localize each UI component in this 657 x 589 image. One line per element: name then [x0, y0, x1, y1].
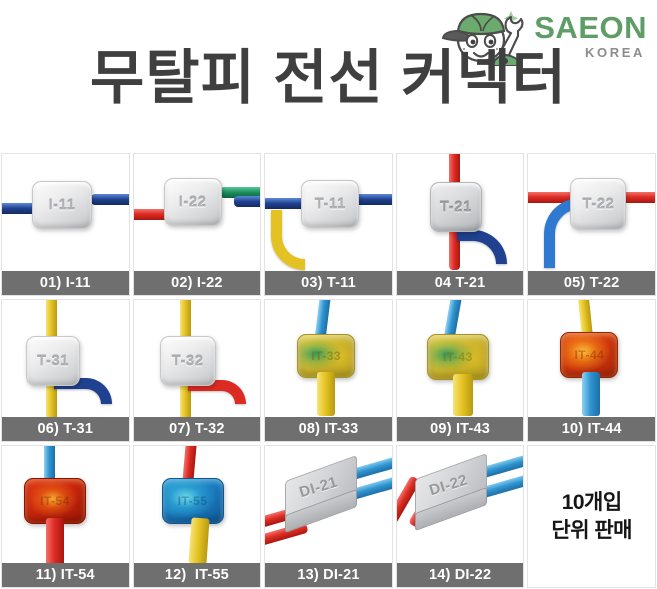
wire-bend-blue: [456, 230, 507, 264]
connector-illustration: IT-55: [133, 446, 261, 563]
connector-code: T-22: [582, 195, 615, 213]
brand-logo: SAEON KOREA: [439, 4, 651, 66]
connector-illustration: IT-43: [396, 300, 524, 417]
wire-bend-blue: [54, 378, 112, 404]
connector-illustration: DI-22: [396, 446, 524, 563]
cell-label: 06) T-31: [2, 417, 129, 441]
connector-code: T-31: [36, 352, 69, 370]
connector-code: T-32: [171, 352, 204, 370]
packaging-note-line2: 단위 판매: [551, 518, 632, 542]
wire-bend-blue: [544, 198, 581, 268]
cell-label: 04 T-21: [396, 271, 524, 295]
cell-label: 01) I-11: [2, 271, 129, 295]
brand-subtitle: KOREA: [585, 45, 645, 60]
brand-wordmark: SAEON KOREA: [534, 12, 647, 59]
packaging-note: 10개입 단위 판매: [551, 489, 632, 544]
packaging-note-line1: 10개입: [561, 490, 622, 514]
product-variant-grid: I-11 01) I-11 I-22 02) I-22: [0, 152, 657, 589]
connector-code: I-22: [178, 193, 207, 211]
connector-illustration: T-21: [396, 154, 524, 271]
packaging-note-cell: 10개입 단위 판매: [527, 445, 656, 588]
cell-label: 08) IT-33: [265, 417, 392, 441]
connector-illustration: IT-54: [2, 446, 129, 563]
cell-label: 07) T-32: [133, 417, 261, 441]
product-cell-it-43[interactable]: IT-43 09) IT-43: [395, 299, 525, 442]
connector-illustration: I-11: [2, 154, 129, 271]
connector-illustration: IT-44: [528, 300, 655, 417]
product-cell-t-21[interactable]: T-21 04 T-21: [395, 153, 525, 296]
cell-label: 03) T-11: [265, 271, 392, 295]
product-cell-i-11[interactable]: I-11 01) I-11: [1, 153, 130, 296]
product-cell-di-22[interactable]: DI-22 14) DI-22: [395, 445, 525, 588]
banner-header: SAEON KOREA 무탈피 전선 커넥터: [0, 0, 657, 152]
product-cell-t-22[interactable]: T-22 05) T-22: [527, 153, 656, 296]
cell-label: 05) T-22: [528, 271, 655, 295]
connector-code: IT-55: [177, 494, 208, 508]
wire-bend-red: [187, 380, 246, 404]
cell-label: 14) DI-22: [396, 563, 524, 587]
product-cell-it-55[interactable]: IT-55 12) IT-55: [132, 445, 262, 588]
product-cell-it-44[interactable]: IT-44 10) IT-44: [527, 299, 656, 442]
product-cell-i-22[interactable]: I-22 02) I-22: [132, 153, 262, 296]
product-cell-di-21[interactable]: DI-21 13) DI-21: [264, 445, 393, 588]
page-title: 무탈피 전선 커넥터: [89, 45, 568, 111]
connector-code: T-11: [314, 195, 346, 213]
cell-label: 10) IT-44: [528, 417, 655, 441]
connector-code: IT-44: [574, 348, 605, 362]
connector-illustration: DI-21: [265, 446, 392, 563]
connector-illustration: T-22: [528, 154, 655, 271]
brand-name: SAEON: [534, 10, 647, 45]
connector-code: T-21: [439, 198, 472, 216]
cell-label: 11) IT-54: [2, 563, 129, 587]
product-cell-t-32[interactable]: T-32 07) T-32: [132, 299, 262, 442]
cell-label: 12) IT-55: [133, 563, 261, 587]
connector-illustration: T-31: [2, 300, 129, 417]
connector-illustration: I-22: [133, 154, 261, 271]
product-cell-it-54[interactable]: IT-54 11) IT-54: [1, 445, 130, 588]
cell-label: 13) DI-21: [265, 563, 392, 587]
connector-code: IT-43: [442, 350, 473, 364]
connector-illustration: T-32: [133, 300, 261, 417]
connector-code: I-11: [48, 196, 76, 214]
product-cell-t-31[interactable]: T-31 06) T-31: [1, 299, 130, 442]
connector-illustration: T-11: [265, 154, 392, 271]
cell-label: 02) I-22: [133, 271, 261, 295]
cell-label: 09) IT-43: [396, 417, 524, 441]
mascot-icon: [441, 11, 525, 66]
connector-code: IT-33: [311, 349, 342, 363]
product-cell-t-11[interactable]: T-11 03) T-11: [264, 153, 393, 296]
connector-illustration: IT-33: [265, 300, 392, 417]
wire-bend-yellow: [271, 210, 306, 270]
connector-code: IT-54: [40, 494, 70, 508]
product-cell-it-33[interactable]: IT-33 08) IT-33: [264, 299, 393, 442]
